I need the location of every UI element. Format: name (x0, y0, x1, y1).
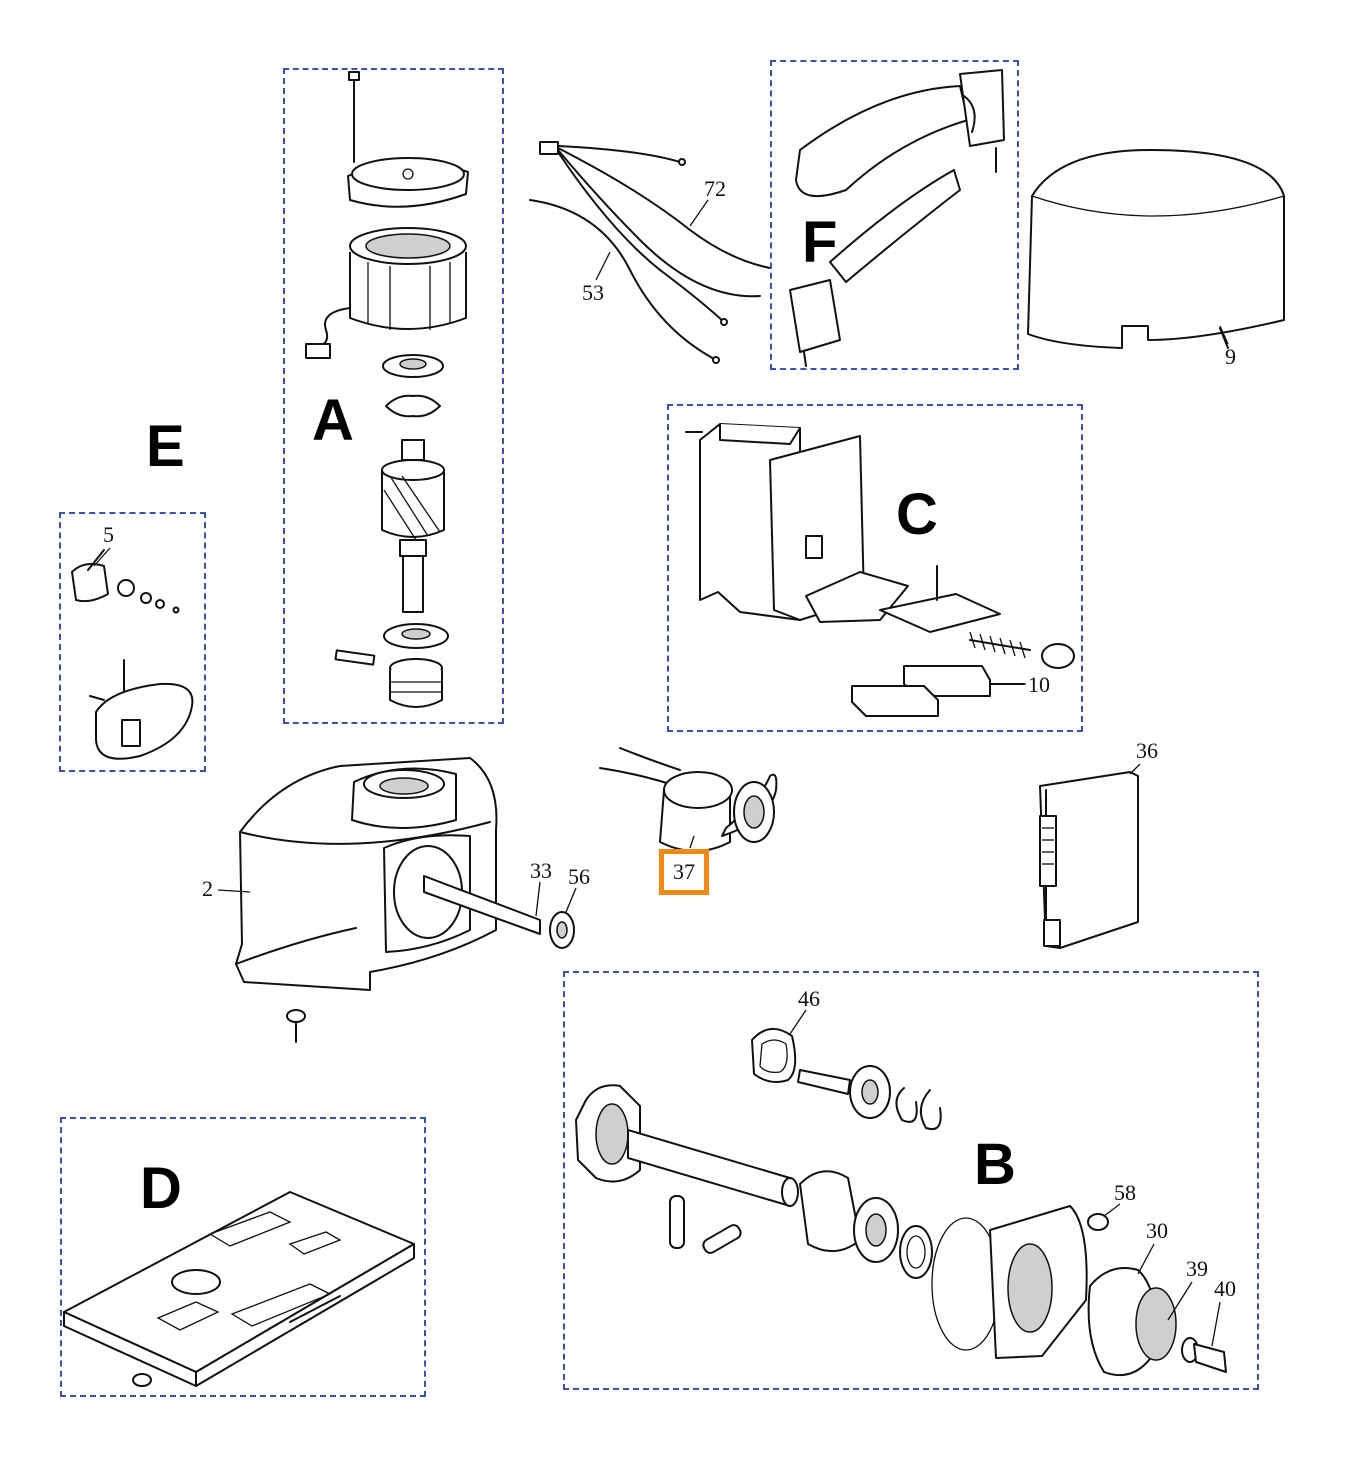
part-label-5: 5 (103, 522, 114, 547)
group-label-b: B (974, 1132, 1016, 1197)
gearmotor-housing-drawing (235, 757, 575, 1043)
group-f-box (770, 60, 1019, 370)
group-c-box (667, 404, 1083, 732)
control-board-drawing (1039, 771, 1139, 949)
group-label-e: E (146, 414, 185, 479)
highlighted-part-label-37[interactable]: 37 (659, 849, 709, 895)
group-e-box (59, 512, 206, 772)
part-label-46: 46 (798, 986, 820, 1011)
group-label-d: D (140, 1156, 182, 1221)
part-label-53: 53 (582, 280, 604, 305)
group-label-f: F (802, 210, 838, 275)
part-label-33: 33 (530, 858, 552, 883)
motor-assembly-drawing (305, 71, 469, 708)
bracket-assembly-drawing (685, 423, 1075, 717)
part-label-72: 72 (704, 176, 726, 201)
group-b-box (563, 971, 1259, 1390)
capacitor-drawing (599, 747, 778, 852)
release-components-drawing (71, 549, 194, 760)
part-label-9: 9 (1225, 344, 1236, 369)
part-label-2: 2 (202, 876, 213, 901)
group-label-c: C (896, 482, 938, 547)
part-label-56: 56 (568, 864, 590, 889)
base-plate-drawing (63, 1191, 415, 1387)
part-label-30: 30 (1146, 1218, 1168, 1243)
part-label-40: 40 (1214, 1276, 1236, 1301)
gear-train-drawing (575, 1028, 1227, 1377)
group-a-box (283, 68, 504, 724)
wiring-harness-drawing (529, 141, 771, 364)
part-label-39: 39 (1186, 1256, 1208, 1281)
part-label-36: 36 (1136, 738, 1158, 763)
group-label-a: A (312, 388, 354, 453)
release-lever-drawing (789, 69, 1005, 367)
part-label-10: 10 (1028, 672, 1050, 697)
part-label-58: 58 (1114, 1180, 1136, 1205)
group-d-box (60, 1117, 426, 1397)
cover-drawing (1027, 149, 1285, 349)
